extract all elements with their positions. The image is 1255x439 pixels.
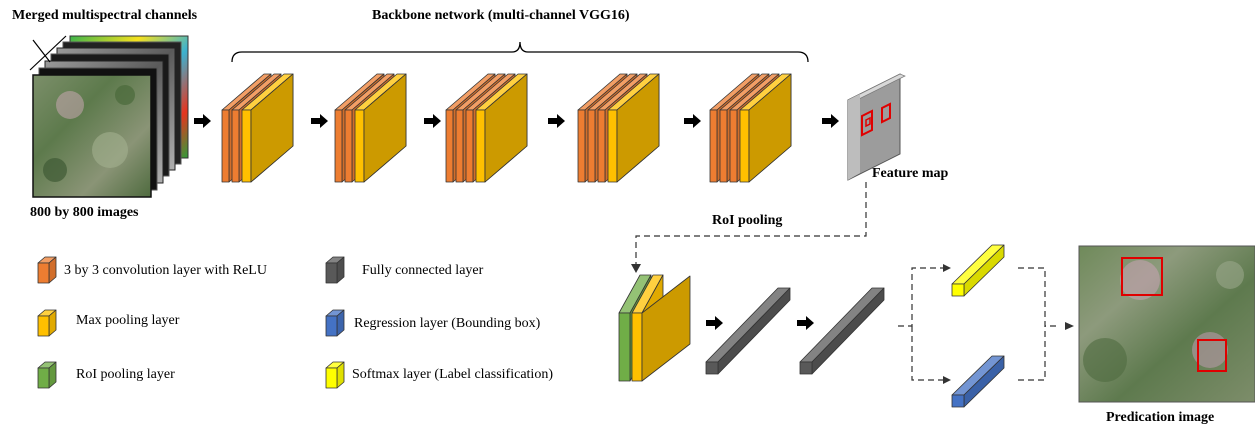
- legend-label-roipool: RoI pooling layer: [76, 367, 175, 382]
- max-pooling-side: [363, 73, 407, 183]
- flow-arrow: [706, 316, 723, 330]
- legend-icon-fc: [325, 256, 345, 284]
- max-pooling-side: [484, 73, 528, 183]
- legend-icon-roipool: [37, 361, 57, 389]
- softmax-layer: [951, 244, 1005, 297]
- flow-arrow: [822, 114, 839, 128]
- feature-map-label: Feature map: [872, 166, 949, 181]
- legend-label-fc: Fully connected layer: [362, 263, 484, 278]
- prediction-label: Predication image: [1106, 410, 1215, 425]
- flow-arrow: [797, 316, 814, 330]
- legend-label-maxpool: Max pooling layer: [76, 313, 180, 328]
- prediction-box: [1197, 339, 1227, 372]
- max-pooling-side: [616, 73, 660, 183]
- flow-arrow: [548, 114, 565, 128]
- roi-pooling-label: RoI pooling: [712, 213, 783, 228]
- backbone-label: Backbone network (multi-channel VGG16): [372, 8, 630, 23]
- feature-map-roi: [881, 102, 891, 124]
- regression-layer: [951, 355, 1005, 408]
- flow-arrow: [311, 114, 328, 128]
- prediction-image: [1078, 245, 1255, 403]
- backbone-block-3: [445, 73, 528, 183]
- image-size-label: 800 by 800 images: [30, 205, 139, 220]
- input-image-stack: [29, 35, 189, 198]
- backbone-block-1: [221, 73, 294, 183]
- backbone-blocks: [221, 73, 792, 183]
- backbone-brace: [231, 41, 809, 63]
- max-pooling-side: [250, 73, 294, 183]
- legend-icons: [37, 256, 345, 389]
- feature-map: [847, 73, 906, 181]
- flow-arrows: [194, 114, 839, 330]
- merged-channels-label: Merged multispectral channels: [12, 8, 198, 23]
- legend-label-regression: Regression layer (Bounding box): [354, 316, 541, 331]
- max-pooling-side: [748, 73, 792, 183]
- roi-pooling-block: [618, 274, 691, 382]
- head-connectors: [898, 267, 1058, 381]
- feature-map-roi: [861, 109, 873, 137]
- legend-icon-conv: [37, 256, 57, 284]
- legend-label-conv: 3 by 3 convolution layer with ReLU: [64, 263, 267, 278]
- prediction-box: [1121, 257, 1163, 296]
- backbone-block-2: [334, 73, 407, 183]
- flow-arrow: [194, 114, 211, 128]
- backbone-block-5: [709, 73, 792, 183]
- backbone-block-4: [577, 73, 660, 183]
- output-heads: [951, 244, 1005, 408]
- legend-icon-maxpool: [37, 309, 57, 337]
- roi-pooling-maxpool-side: [641, 275, 691, 382]
- feature-map-roi: [865, 116, 871, 128]
- fully-connected-blocks: [705, 287, 885, 375]
- legend-icon-softmax: [325, 361, 345, 389]
- legend-icon-regression: [325, 309, 345, 337]
- fully-connected-layer-2: [799, 287, 885, 375]
- flow-arrow: [684, 114, 701, 128]
- legend-label-softmax: Softmax layer (Label classification): [352, 367, 553, 382]
- fully-connected-layer-1: [705, 287, 791, 375]
- flow-arrow: [424, 114, 441, 128]
